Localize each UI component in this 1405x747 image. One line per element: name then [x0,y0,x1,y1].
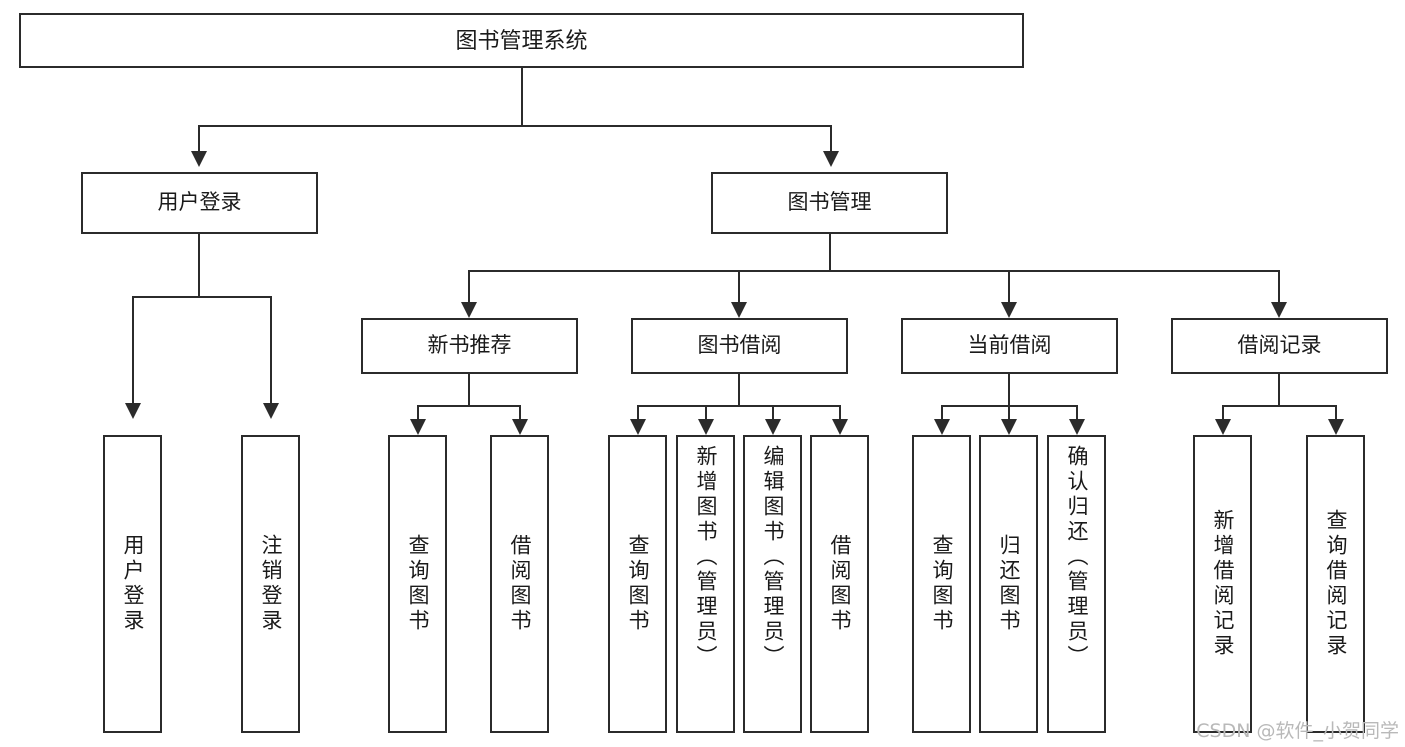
arrow-current-borrow-leaf-3 [1069,419,1085,435]
arrow-book-manage-to-borrow-record [1271,302,1287,318]
node-root-book-management-system[interactable]: 图书管理系统 [19,13,1024,68]
arrow-user-login-leaf-2 [263,403,279,419]
arrow-book-borrow-leaf-2 [698,419,714,435]
arrow-borrow-record-leaf-1 [1215,419,1231,435]
node-label: 图书管理 [787,190,872,214]
connector-root-stem [521,68,523,125]
arrow-root-to-user-login [191,151,207,167]
connector-book-borrow-bus [637,405,841,407]
connector-user-login-stem [198,234,200,296]
connector-new-book-rec-stem [468,374,470,405]
connector-new-book-rec-drop-1 [417,405,419,419]
connector-root-to-book-manage [830,125,832,151]
leaf-borrow-book-borrow[interactable]: 借阅图书 [810,435,869,733]
leaf-label: 查询图书 [406,534,429,634]
connector-borrow-record-bus [1222,405,1335,407]
arrow-user-login-leaf-1 [125,403,141,419]
arrow-current-borrow-leaf-1 [934,419,950,435]
arrow-book-borrow-leaf-1 [630,419,646,435]
arrow-root-to-book-manage [823,151,839,167]
connector-book-manage-drop-2 [738,270,740,302]
arrow-book-borrow-leaf-4 [832,419,848,435]
leaf-user-login[interactable]: 用户登录 [103,435,162,733]
leaf-label: 用户登录 [121,534,144,634]
leaf-label: 确认归还（管理员） [1065,445,1088,670]
node-user-login[interactable]: 用户登录 [81,172,318,234]
connector-current-borrow-drop-2 [1008,405,1010,419]
connector-root-bus [198,125,832,127]
connector-book-borrow-drop-2 [705,405,707,419]
node-label: 图书借阅 [697,333,782,357]
connector-book-manage-drop-4 [1278,270,1280,302]
node-current-borrowing[interactable]: 当前借阅 [901,318,1118,374]
connector-user-login-drop-1 [132,296,134,403]
connector-borrow-record-drop-1 [1222,405,1224,419]
leaf-label: 编辑图书（管理员） [761,445,784,670]
connector-current-borrow-stem [1008,374,1010,405]
leaf-label: 新增借阅记录 [1211,509,1234,659]
connector-book-borrow-drop-4 [839,405,841,419]
connector-root-to-user-login [198,125,200,151]
connector-new-book-rec-drop-2 [519,405,521,419]
node-book-management[interactable]: 图书管理 [711,172,948,234]
leaf-label: 注销登录 [259,534,282,634]
connector-book-borrow-drop-1 [637,405,639,419]
leaf-label: 归还图书 [997,534,1020,634]
arrow-new-book-rec-leaf-1 [410,419,426,435]
connector-borrow-record-stem [1278,374,1280,405]
leaf-label: 查询图书 [626,534,649,634]
leaf-edit-book-admin[interactable]: 编辑图书（管理员） [743,435,802,733]
node-new-book-recommendation[interactable]: 新书推荐 [361,318,578,374]
connector-book-manage-drop-3 [1008,270,1010,302]
leaf-logout[interactable]: 注销登录 [241,435,300,733]
leaf-label: 新增图书（管理员） [694,445,717,670]
node-label: 当前借阅 [967,333,1052,357]
leaf-query-book-borrow[interactable]: 查询图书 [608,435,667,733]
connector-current-borrow-drop-3 [1076,405,1078,419]
arrow-borrow-record-leaf-2 [1328,419,1344,435]
arrow-book-borrow-leaf-3 [765,419,781,435]
connector-book-borrow-drop-3 [772,405,774,419]
leaf-add-book-admin[interactable]: 新增图书（管理员） [676,435,735,733]
leaf-query-book-rec[interactable]: 查询图书 [388,435,447,733]
leaf-query-borrow-record[interactable]: 查询借阅记录 [1306,435,1365,733]
leaf-label: 查询图书 [930,534,953,634]
connector-book-borrow-stem [738,374,740,405]
node-book-borrowing[interactable]: 图书借阅 [631,318,848,374]
connector-book-manage-stem [829,234,831,270]
leaf-query-book-current[interactable]: 查询图书 [912,435,971,733]
arrow-book-manage-to-current-borrow [1001,302,1017,318]
arrow-book-manage-to-new-book-rec [461,302,477,318]
arrow-current-borrow-leaf-2 [1001,419,1017,435]
leaf-label: 借阅图书 [828,534,851,634]
connector-user-login-drop-2 [270,296,272,403]
leaf-borrow-book-rec[interactable]: 借阅图书 [490,435,549,733]
connector-new-book-rec-bus [417,405,521,407]
node-borrowing-record[interactable]: 借阅记录 [1171,318,1388,374]
connector-user-login-bus [132,296,270,298]
arrow-book-manage-to-book-borrow [731,302,747,318]
leaf-label: 查询借阅记录 [1324,509,1347,659]
leaf-add-borrow-record[interactable]: 新增借阅记录 [1193,435,1252,733]
connector-book-manage-drop-1 [468,270,470,302]
arrow-new-book-rec-leaf-2 [512,419,528,435]
node-label: 借阅记录 [1237,333,1322,357]
leaf-confirm-return-admin[interactable]: 确认归还（管理员） [1047,435,1106,733]
connector-current-borrow-drop-1 [941,405,943,419]
connector-borrow-record-drop-2 [1335,405,1337,419]
leaf-label: 借阅图书 [508,534,531,634]
connector-book-manage-bus [468,270,1279,272]
node-label: 用户登录 [157,190,242,214]
node-label: 新书推荐 [427,333,512,357]
node-label: 图书管理系统 [455,27,588,53]
leaf-return-book[interactable]: 归还图书 [979,435,1038,733]
